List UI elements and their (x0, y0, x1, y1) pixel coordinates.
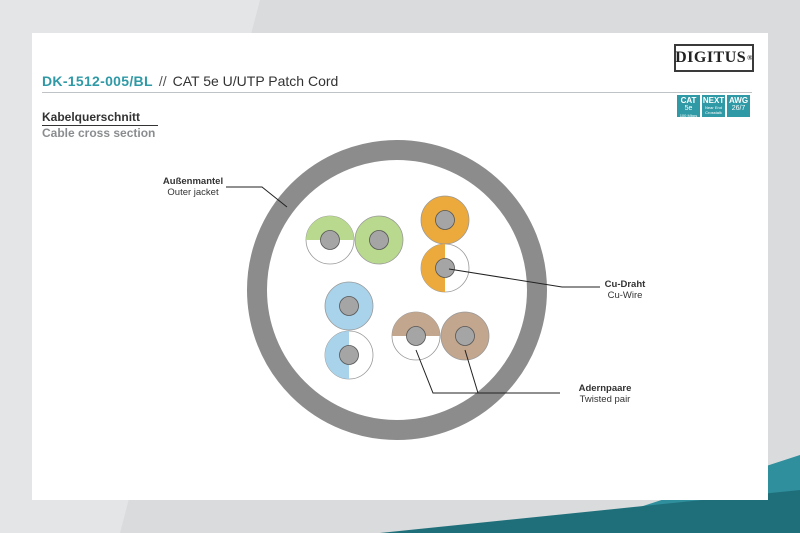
green-pair (305, 215, 404, 265)
product-name: CAT 5e U/UTP Patch Cord (172, 73, 339, 89)
twisted-pair-label: Adernpaare Twisted pair (578, 383, 632, 405)
product-title: DK-1512-005/BL // CAT 5e U/UTP Patch Cord (42, 73, 338, 89)
brown-pair (391, 311, 490, 361)
outer-jacket-label: Außenmantel Outer jacket (162, 176, 224, 198)
cat-badge: CAT 5e 100 Mbps (677, 95, 700, 118)
next-badge: NEXT Near End Crosstalk (702, 95, 725, 117)
outer-jacket (247, 140, 547, 440)
wire-leader-line (448, 268, 600, 288)
digitus-logo: DIGITUS® (674, 44, 754, 72)
product-code: DK-1512-005/BL (42, 73, 153, 89)
jacket-leader-line (226, 186, 288, 208)
header-divider (42, 92, 752, 93)
awg-badge: AWG 26/7 (727, 95, 750, 117)
pair-leader-line-2 (464, 349, 479, 394)
title-separator: // (158, 73, 167, 89)
orange-pair (420, 195, 470, 293)
cu-wire-label: Cu-Draht Cu-Wire (604, 279, 646, 301)
spec-badges: CAT 5e 100 Mbps NEXT Near End Crosstalk … (677, 95, 750, 118)
section-title-de: Kabelquerschnitt (42, 110, 158, 126)
blue-pair (324, 281, 374, 380)
section-title-en: Cable cross section (42, 126, 156, 140)
pair-leader-line-1 (415, 349, 560, 394)
